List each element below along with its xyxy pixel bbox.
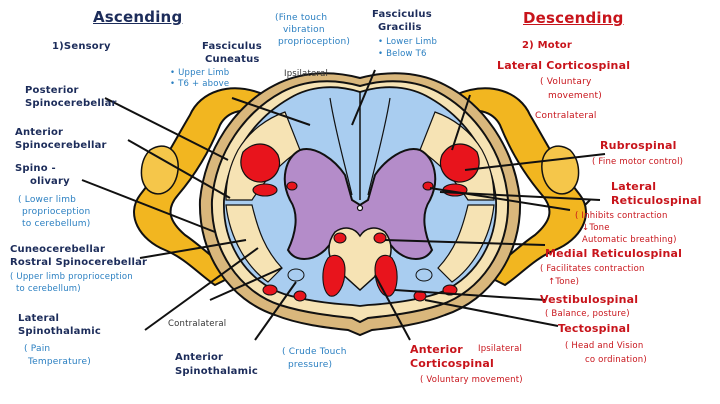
fine-touch-line1: (Fine touch [275, 13, 328, 23]
lateral-corticospinal-label: Lateral Corticospinal [497, 59, 631, 72]
fine-touch-line3: proprioception) [278, 37, 351, 47]
spino-olivary-line2: olivary [30, 176, 70, 187]
lateral-cs-note-1: ( Voluntary [540, 77, 592, 87]
cuneatus-gracilis-boundary-left [329, 97, 353, 196]
cuneocerebellar-line1: Cuneocerebellar [10, 244, 106, 255]
fasciculus-cuneatus-line2: Cuneatus [205, 54, 260, 65]
medial-reticulospinal-label: Medial Reticulospinal [545, 247, 683, 260]
anterior-corticospinal-left [262, 284, 278, 296]
anterior-spinothalamic-left [287, 268, 305, 282]
lateral-spino-note-1: ( Pain [24, 344, 51, 354]
pointer-lines [81, 69, 606, 341]
cuneo-note-1: ( Upper limb proprioception [10, 272, 133, 282]
fasciculus-gracilis-line1: Fasciculus [372, 9, 432, 20]
ant-cs-note: ( Voluntary movement) [420, 375, 523, 385]
contralateral-bottom-label: Contralateral [168, 319, 227, 329]
right-nerve-root [453, 87, 587, 287]
ipsilateral-label: Ipsilateral [478, 344, 523, 354]
lat-retic-note-3: Automatic breathing) [582, 235, 677, 245]
cuneatus-note-1: • Upper Limb [170, 68, 230, 78]
cuneatus-gracilis-boundary-right [367, 97, 391, 196]
anterior-corticospinal-line1: Anterior [410, 343, 463, 356]
tectospinal-left [293, 290, 307, 302]
lateral-spinothalamic-line2: Spinothalamic [18, 326, 101, 337]
cuneocerebellar-line2: Rostral Spinocerebellar [10, 257, 148, 268]
cuneatus-note-2: • T6 + above [170, 79, 230, 89]
lateral-spino-note-2: Temperature) [28, 357, 91, 367]
anterior-spinocerebellar-line1: Anterior [15, 127, 64, 138]
anterior-spinothalamic-right [415, 268, 433, 282]
anterior-spinocerebellar-zone-left [225, 204, 283, 283]
gracilis-note-2: • Below T6 [378, 49, 427, 59]
spino-olivary-note-2: proprioception [22, 207, 91, 217]
rubrospinal-label: Rubrospinal [600, 139, 677, 152]
tectospinal-label: Tectospinal [558, 322, 631, 335]
gray-matter [283, 148, 437, 260]
vestibulospinal-label: Vestibulospinal [540, 293, 639, 306]
gracilis-note-1: • Lower Limb [378, 37, 438, 47]
left-dorsal-ganglion [140, 145, 179, 195]
med-retic-note-1: ( Facilitates contraction [540, 264, 645, 274]
lat-retic-note-2: ↓Tone [582, 223, 610, 233]
vestibulospinal-left [322, 254, 346, 297]
descending-heading: Descending [523, 9, 624, 27]
lateral-reticulospinal-line1: Lateral [611, 180, 657, 193]
fine-touch-line2: vibration [283, 25, 325, 35]
medial-reticulospinal-left [333, 232, 347, 244]
anterior-spino-note-2: pressure) [288, 360, 333, 370]
tecto-note-1: ( Head and Vision [565, 341, 644, 351]
anterior-spinothalamic-line2: Spinothalamic [175, 366, 258, 377]
left-nerve-root [133, 87, 267, 287]
ascending-heading: Ascending [93, 8, 183, 26]
contralateral-label: Contralateral [535, 111, 597, 121]
vestibulo-note: ( Balance, posture) [545, 309, 630, 319]
ipsilateral-top-label: Ipsilateral [284, 69, 329, 79]
lateral-spinothalamic-line1: Lateral [18, 313, 60, 324]
posterior-spinocerebellar-line1: Posterior [25, 85, 79, 96]
posterior-spinocerebellar-line2: Spinocerebellar [25, 98, 117, 109]
medial-reticulospinal-right [373, 232, 387, 244]
lateral-cs-note-2: movement) [548, 91, 602, 101]
lateral-reticulospinal-line2: Reticulospinal [611, 194, 702, 207]
fasciculus-gracilis-line2: Gracilis [378, 22, 422, 33]
fasciculus-cuneatus-line1: Fasciculus [202, 41, 262, 52]
med-retic-note-2: ↑Tone) [548, 277, 580, 287]
lateral-corticospinal-tract-right [439, 143, 480, 183]
sensory-label: 1)Sensory [52, 41, 111, 52]
rubro-note: ( Fine motor control) [592, 157, 684, 167]
cuneo-note-2: to cerebellum) [16, 284, 81, 294]
central-canal [356, 204, 364, 212]
anterior-corticospinal-line2: Corticospinal [410, 357, 494, 370]
lateral-reticulospinal-left [286, 181, 298, 191]
anterior-spino-note-1: ( Crude Touch [282, 347, 347, 357]
spino-olivary-note-3: to cerebellum) [22, 219, 91, 229]
anterior-spinocerebellar-line2: Spinocerebellar [15, 140, 107, 151]
tecto-note-2: co ordination) [585, 355, 647, 365]
anterior-spinothalamic-line1: Anterior [175, 352, 224, 363]
lateral-corticospinal-tract-left [240, 143, 281, 183]
spino-olivary-note-1: ( Lower limb [18, 195, 77, 205]
lat-retic-note-1: ( Inhibits contraction [575, 211, 668, 221]
spino-olivary-line1: Spino - [15, 163, 56, 174]
motor-label: 2) Motor [522, 40, 573, 51]
rubrospinal-tract-left [252, 183, 278, 197]
right-dorsal-ganglion [541, 145, 580, 195]
